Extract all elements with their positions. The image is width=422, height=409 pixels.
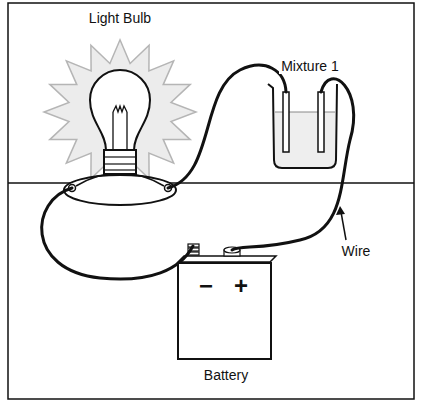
terminal-sign: + (234, 274, 248, 298)
light-bulb (64, 70, 176, 205)
part-label: Mixture 1 (279, 58, 341, 74)
part-label: Battery (204, 368, 248, 382)
part-label: Wire (340, 243, 373, 259)
leader-arrow (336, 206, 346, 240)
light-glow (44, 40, 196, 184)
battery-box: −+Battery (177, 262, 272, 360)
part-label: Light Bulb (87, 10, 153, 26)
frame (8, 3, 414, 399)
terminal-sign: − (199, 274, 213, 298)
beaker (268, 84, 337, 168)
wire (42, 65, 354, 279)
